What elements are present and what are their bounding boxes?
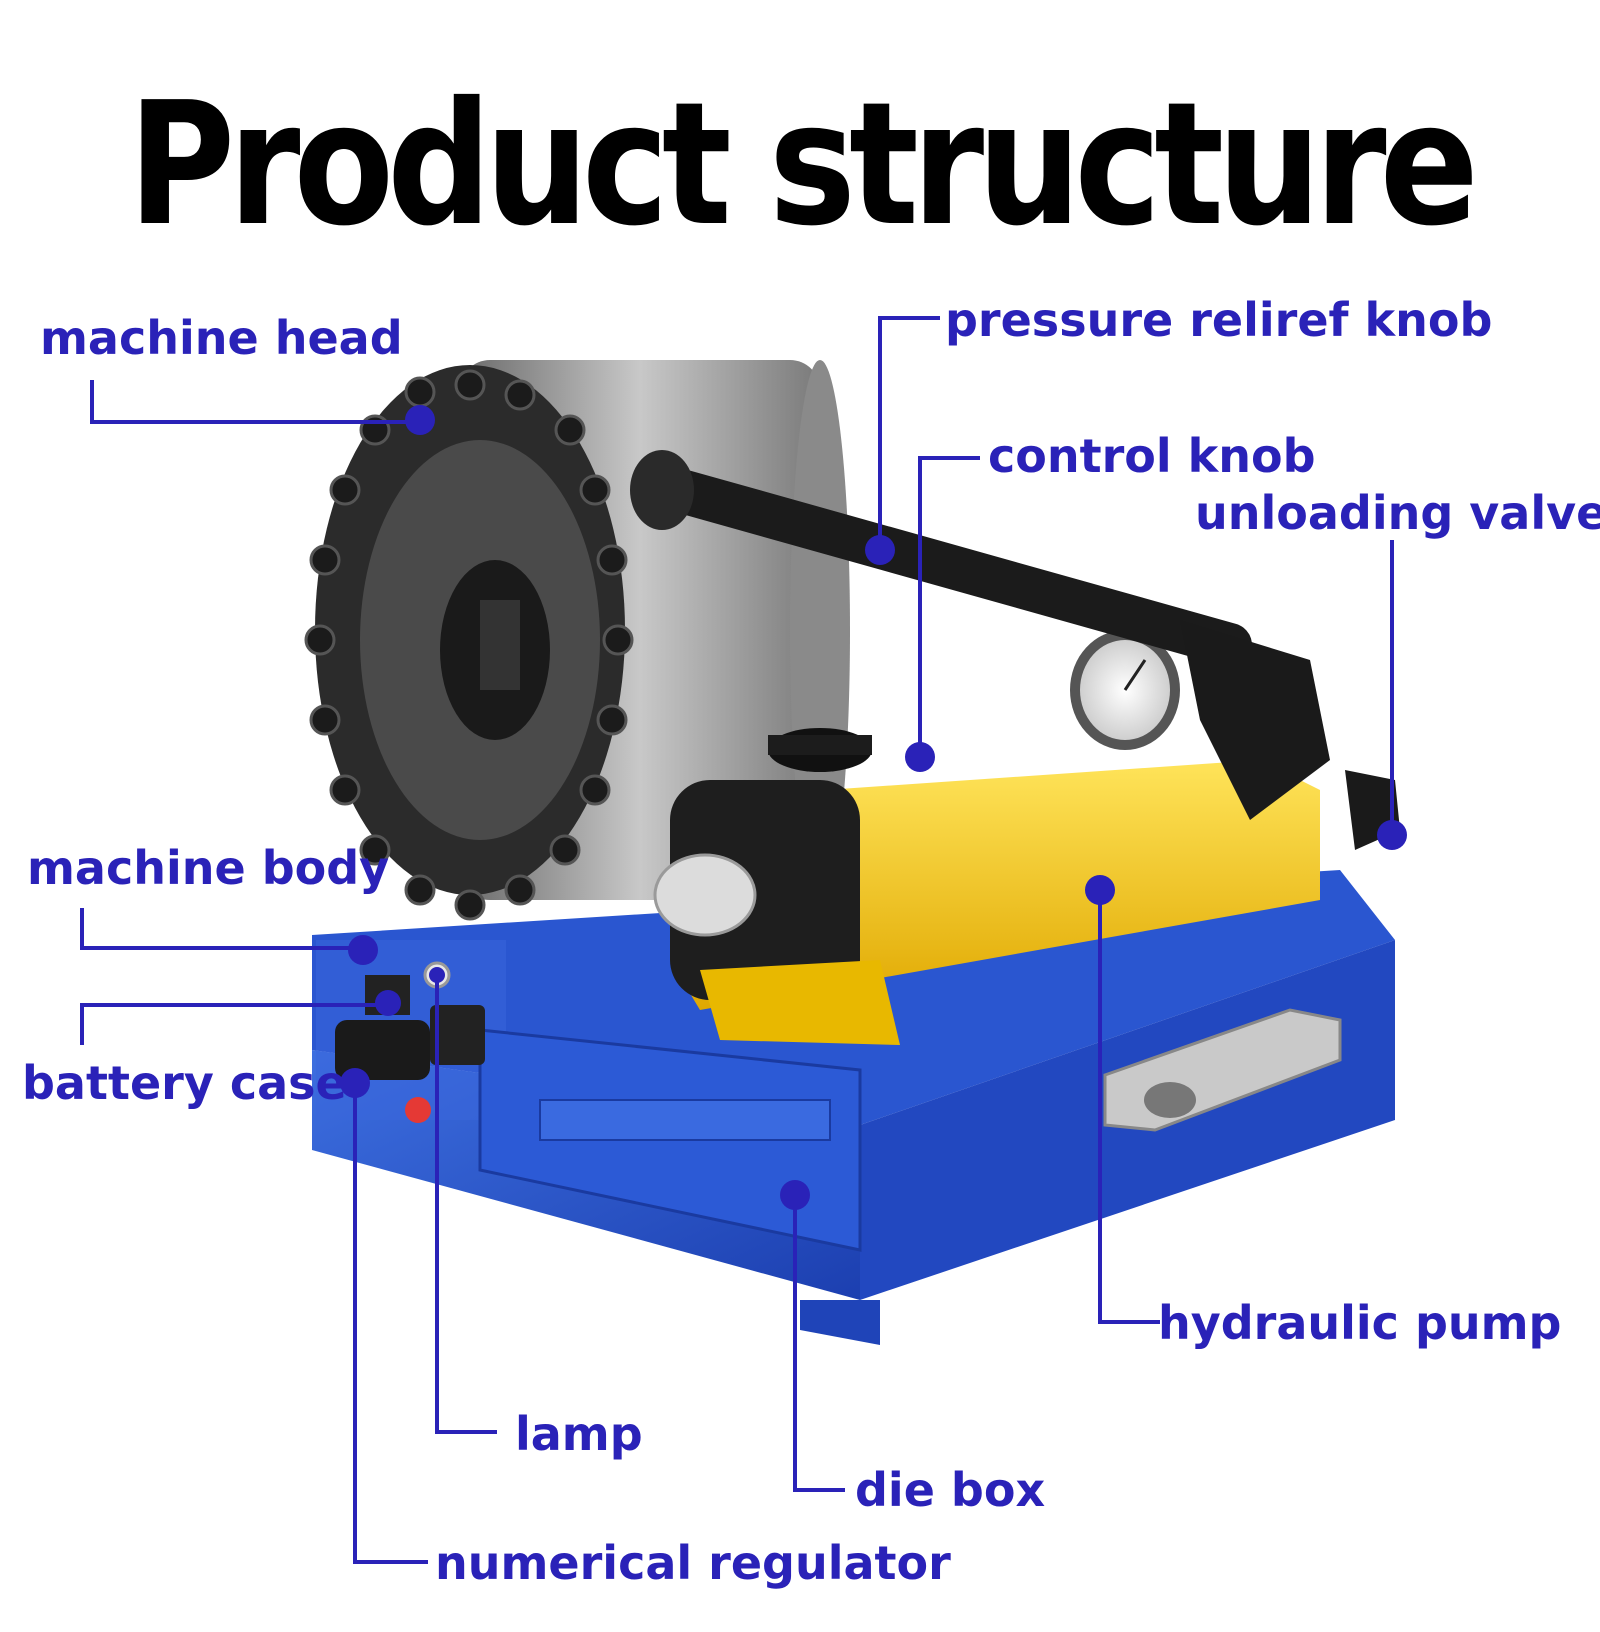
dot-machine-head [405, 405, 435, 435]
switch-button [405, 1097, 431, 1123]
numerical-regulator [335, 1005, 485, 1080]
dot-hydraulic-pump [1085, 875, 1115, 905]
pump-lever [630, 450, 1330, 820]
label-battery-case: battery case [22, 1056, 347, 1110]
leader-machine-head [90, 380, 420, 424]
leader-control-knob [918, 456, 980, 760]
control-knob [768, 728, 872, 772]
label-machine-head: machine head [40, 311, 403, 365]
label-unloading-valve: unloading valve [1195, 486, 1600, 540]
leader-die-box [793, 1192, 845, 1492]
leader-pressure-relief-knob [878, 316, 940, 555]
label-pressure-relief-knob: pressure reliref knob [945, 293, 1493, 347]
dot-machine-body [348, 935, 378, 965]
hydraulic-pump [653, 760, 1320, 1045]
dot-control-knob [905, 742, 935, 772]
dot-battery-case [375, 990, 401, 1016]
dot-unloading-valve [1377, 820, 1407, 850]
dot-pressure-relief-knob [865, 535, 895, 565]
leader-battery-case [80, 1003, 385, 1045]
leader-lamp [435, 975, 497, 1434]
label-numerical-regulator: numerical regulator [435, 1536, 951, 1590]
dot-lamp [429, 967, 445, 983]
dot-die-box [780, 1180, 810, 1210]
label-lamp: lamp [515, 1407, 643, 1461]
leader-numerical-regulator [353, 1080, 428, 1564]
leader-hydraulic-pump [1098, 895, 1160, 1324]
label-hydraulic-pump: hydraulic pump [1158, 1296, 1562, 1350]
label-control-knob: control knob [988, 429, 1316, 483]
marker-dots [340, 405, 1407, 1210]
leader-machine-body [80, 908, 360, 950]
label-machine-body: machine body [27, 841, 390, 895]
label-die-box: die box [855, 1463, 1046, 1517]
pressure-gauge [1070, 630, 1180, 750]
leader-lines [80, 316, 1394, 1564]
die-box [478, 1028, 862, 1252]
machine-head [304, 360, 850, 921]
carry-handle [1103, 1008, 1342, 1132]
dot-numerical-regulator [340, 1068, 370, 1098]
page-title: Product structure [128, 66, 1479, 264]
